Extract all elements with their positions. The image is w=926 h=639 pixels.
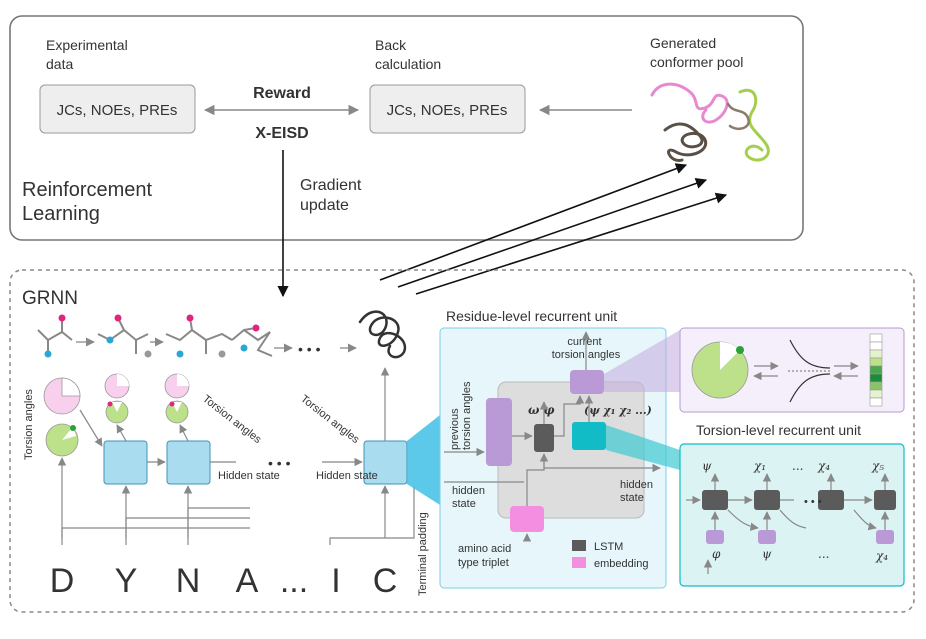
molecule-atoms xyxy=(44,314,260,358)
back-label: Back calculation xyxy=(375,37,441,72)
psi-chi-label: (ψ χ₁ χ₂ ...) xyxy=(584,404,652,417)
torsion-angles-label-2: Torsion angles xyxy=(200,393,264,446)
purple-zoom-wedge xyxy=(604,330,680,392)
distribution-pie-marker xyxy=(736,346,744,354)
grnn-panel xyxy=(9,269,915,613)
grnn-title: GRNN xyxy=(22,288,78,309)
legend-lstm-label: LSTM xyxy=(594,541,623,553)
reward-label: Reward xyxy=(253,85,311,102)
distribution-pie-slice xyxy=(720,341,740,370)
hidden-state-left-label: hidden state xyxy=(452,485,488,510)
torsion-angles-label-3: Torsion angles xyxy=(298,393,362,446)
generated-structure-icon xyxy=(358,310,407,359)
seq-letter-5: ... xyxy=(280,562,308,600)
torsion-bottom-label-1: φ xyxy=(712,547,721,561)
residue-unit-title: Residue-level recurrent unit xyxy=(446,308,617,324)
seq-letter-3: N xyxy=(176,562,201,600)
cyan-zoom-wedge xyxy=(606,425,680,470)
torsion-unit-dots: • • • xyxy=(804,496,822,508)
exp-data-box-text: JCs, NOEs, PREs xyxy=(57,102,178,119)
seq-letter-7: C xyxy=(373,562,398,600)
cell-zoom-wedge xyxy=(407,415,440,505)
torsion-bottom-label-2: ψ xyxy=(762,547,772,561)
seq-letter-4: A xyxy=(236,562,259,600)
legend-embedding-swatch xyxy=(572,557,586,568)
seq-letter-1: D xyxy=(50,562,75,600)
lstm-cell-omega xyxy=(534,424,554,452)
torsion-top-label-5: χ₅ xyxy=(871,459,884,473)
molecule-chain xyxy=(37,317,273,357)
torsion-top-label-3: ... xyxy=(792,459,803,473)
legend-lstm-swatch xyxy=(572,540,586,551)
pie-charts xyxy=(43,373,190,457)
xeisd-label: X-EISD xyxy=(255,125,308,142)
conformer-pool-icon xyxy=(650,82,770,162)
torsion-top-label-2: χ₁ xyxy=(753,459,766,473)
distribution-curve xyxy=(788,339,831,403)
torsion-unit-cells xyxy=(702,490,896,544)
input-embedding-left xyxy=(486,398,512,466)
distribution-bins xyxy=(869,333,883,407)
chain-arrows xyxy=(76,337,357,353)
amino-acid-label: amino acid type triplet xyxy=(458,543,514,569)
seq-letter-6: I xyxy=(331,562,340,600)
distribution-arrows xyxy=(753,361,859,381)
grnn-cells xyxy=(103,440,408,485)
grnn-connections xyxy=(57,367,415,545)
sequence: D Y N A ... I C xyxy=(50,562,398,600)
hidden-state-right-label: hidden state xyxy=(620,479,656,504)
torsion-unit-arrows xyxy=(686,473,890,574)
legend-embedding-label: embedding xyxy=(594,558,648,570)
torsion-bottom-label-3: ... xyxy=(818,547,829,561)
generation-arrows xyxy=(379,163,728,295)
torsion-top-label-1: ψ xyxy=(702,459,712,473)
chain-dots: • • • xyxy=(298,341,321,357)
lstm-cell-psi xyxy=(572,422,606,450)
torsion-bottom-label-4: χ₄ xyxy=(875,549,888,563)
residue-unit-arrows xyxy=(444,331,661,542)
output-embedding-top xyxy=(570,370,604,394)
torsion-top-label-4: χ₄ xyxy=(817,459,830,473)
gradient-label: Gradient update xyxy=(300,177,366,214)
back-calc-box xyxy=(369,84,526,134)
exp-data-box xyxy=(39,84,196,134)
grnn-dots: • • • xyxy=(268,455,291,471)
exp-label: Experimental data xyxy=(46,37,132,72)
omega-phi-label: ω φ xyxy=(528,403,555,417)
rl-title: Reinforcement Learning xyxy=(22,179,158,225)
terminal-padding-label: Terminal padding xyxy=(417,512,429,596)
back-calc-box-text: JCs, NOEs, PREs xyxy=(387,102,508,119)
seq-letter-2: Y xyxy=(115,562,138,600)
torsion-unit-panel xyxy=(679,443,905,587)
aa-embedding xyxy=(510,506,544,532)
hidden-state-label-2: Hidden state xyxy=(316,470,378,482)
previous-torsion-label: previous torsion angles xyxy=(449,381,473,450)
pool-label: Generated conformer pool xyxy=(650,35,743,70)
torsion-angles-label-1: Torsion angles xyxy=(23,389,35,460)
torsion-unit-title: Torsion-level recurrent unit xyxy=(696,422,861,438)
hidden-state-label-1: Hidden state xyxy=(218,470,280,482)
